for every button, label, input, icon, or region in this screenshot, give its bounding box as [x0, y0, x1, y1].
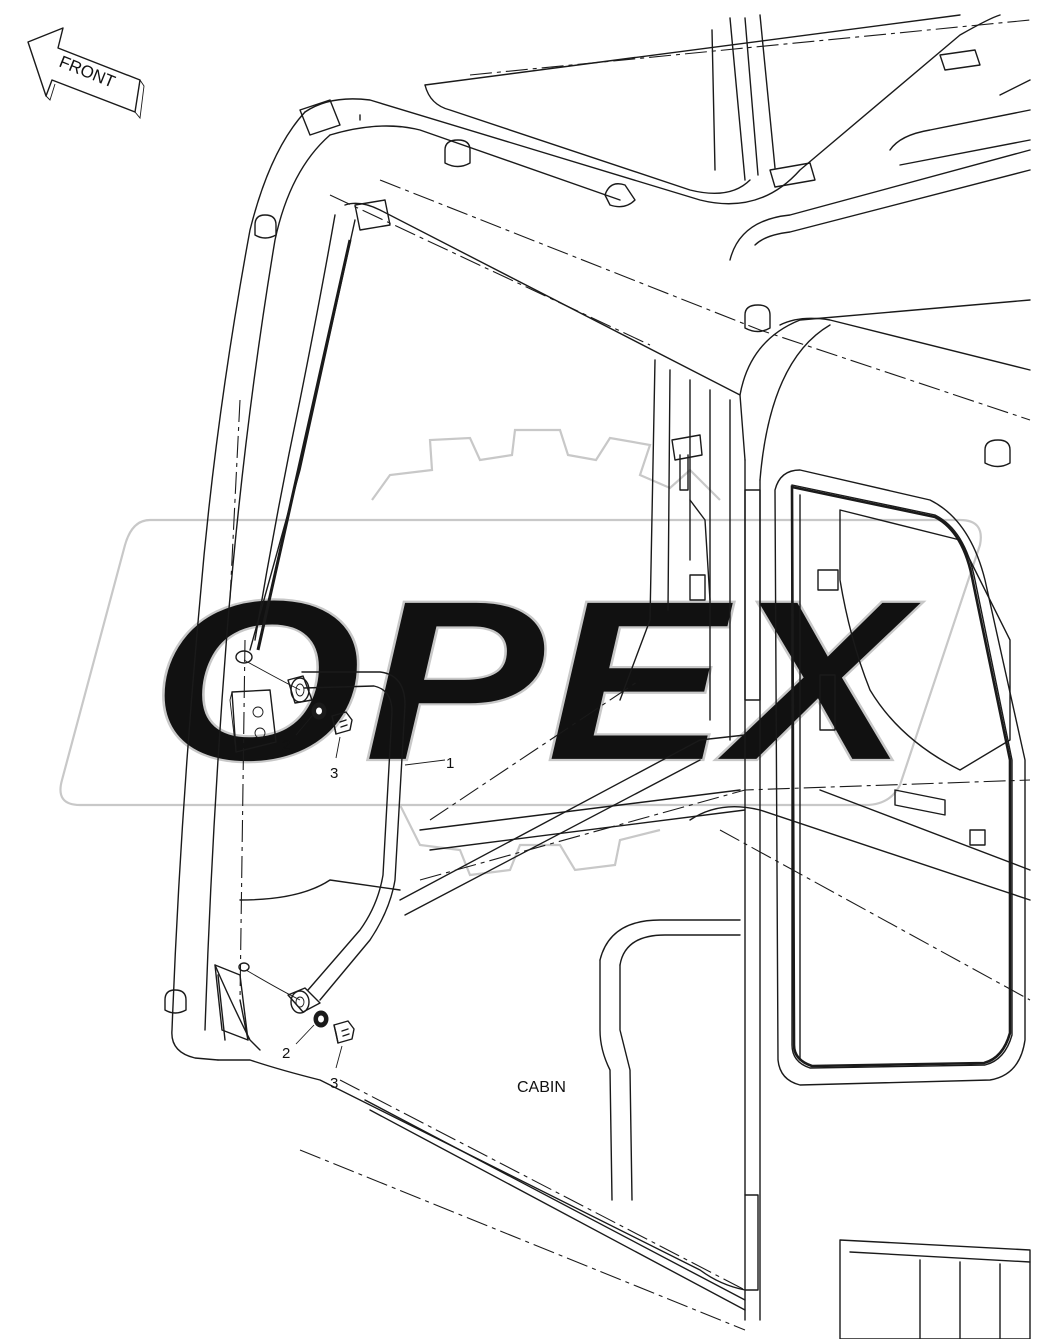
- upper-bolt-icon: [331, 711, 353, 735]
- leader-lines: [243, 659, 446, 1069]
- lower-bolt-icon: [333, 1020, 355, 1044]
- callout-2-lower: 2: [282, 1045, 290, 1062]
- callout-1: 1: [446, 755, 454, 772]
- lower-hardware: [313, 1010, 355, 1044]
- lower-mount-bracket: [214, 962, 250, 1041]
- callout-2-upper: 2: [282, 737, 290, 754]
- watermark-text: OPEX: [150, 552, 924, 809]
- watermark-logo: OPEX: [59, 428, 982, 877]
- callout-3-upper: 3: [330, 765, 338, 782]
- cabin-frame: [164, 14, 1031, 1340]
- upper-hardware: [311, 702, 353, 735]
- handrail: [287, 671, 406, 1014]
- assembly-label: CABIN: [517, 1079, 566, 1096]
- front-direction-arrow-icon: FRONT: [27, 27, 145, 120]
- upper-mount-bracket: [229, 650, 277, 753]
- callout-3-lower: 3: [330, 1075, 338, 1092]
